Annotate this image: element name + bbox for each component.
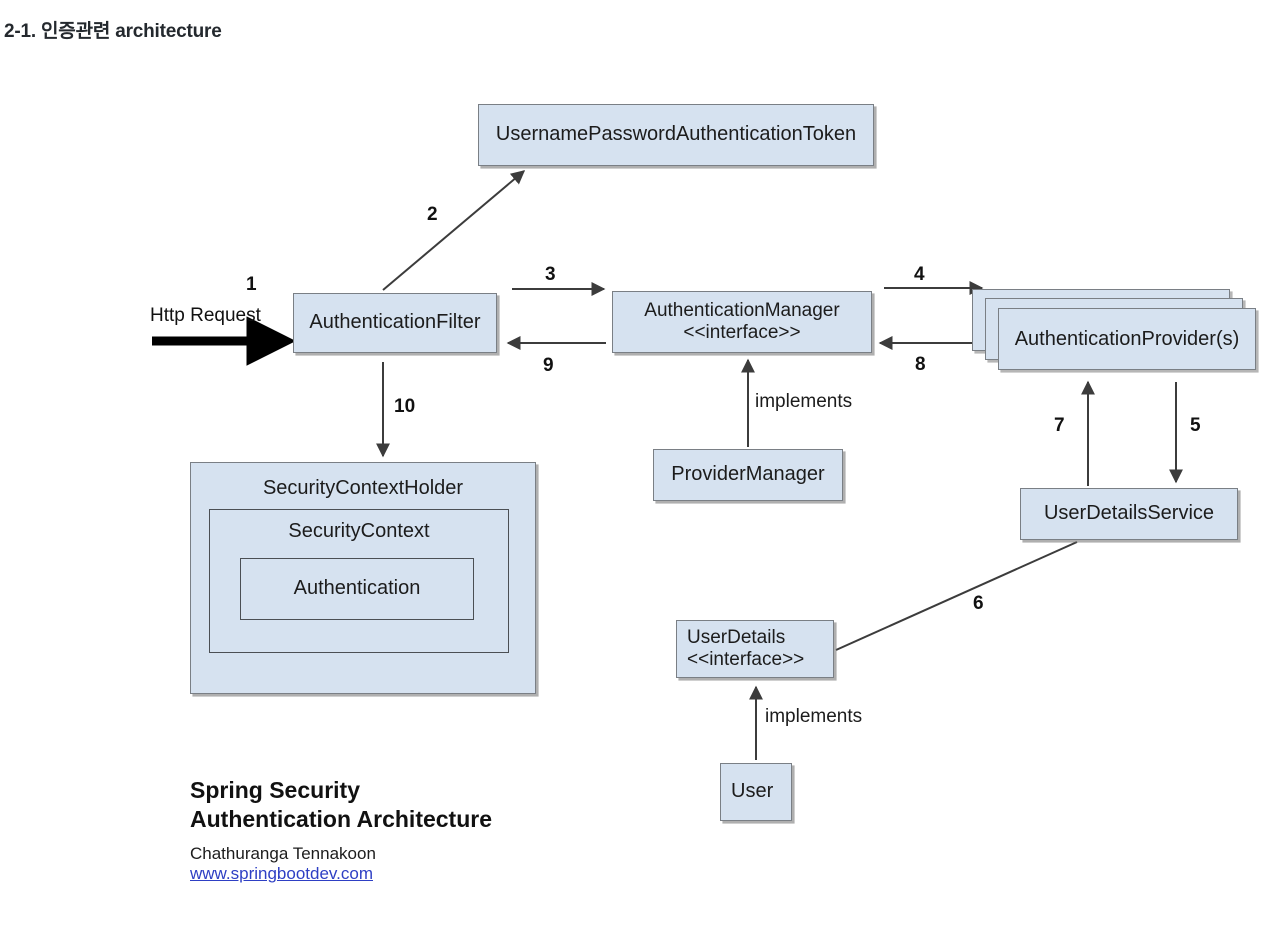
edge-label-7: 7 (1054, 415, 1065, 436)
node-provider-manager[interactable]: ProviderManager (653, 449, 843, 501)
node-authentication-providers-stack[interactable]: AuthenticationProvider(s) (972, 289, 1260, 379)
node-authentication[interactable]: Authentication (240, 558, 474, 620)
edge-label-2: 2 (427, 204, 438, 225)
edge-label-implements-provider-manager: implements (755, 391, 853, 412)
edge-label-1: 1 (246, 274, 257, 295)
authentication-label: Authentication (293, 577, 421, 600)
diagram-caption: Spring Security Authentication Architect… (190, 776, 620, 884)
edge-label-3: 3 (545, 264, 556, 285)
edge-label-6: 6 (973, 593, 984, 614)
edge-label-10: 10 (394, 396, 416, 417)
edge-label-8: 8 (915, 354, 926, 375)
node-authentication-manager[interactable]: AuthenticationManager <<interface>> (612, 291, 872, 353)
security-context-holder-label: SecurityContextHolder (262, 477, 464, 499)
edge-label-http-request: Http Request (150, 305, 261, 326)
node-username-password-authentication-token[interactable]: UsernamePasswordAuthenticationToken (478, 104, 874, 166)
node-user-details-service[interactable]: UserDetailsService (1020, 488, 1238, 540)
page-title: 2-1. 인증관련 architecture (4, 21, 222, 42)
provider-stack-layer-front[interactable]: AuthenticationProvider(s) (998, 308, 1256, 370)
edge-step-6 (835, 541, 1078, 651)
caption-author: Chathuranga Tennakoon (190, 843, 376, 863)
caption-title: Spring Security Authentication Architect… (190, 777, 493, 833)
node-user-details[interactable]: UserDetails <<interface>> (676, 620, 834, 678)
node-security-context[interactable]: SecurityContext Authentication (209, 509, 509, 653)
edge-label-9: 9 (543, 355, 554, 376)
node-authentication-filter[interactable]: AuthenticationFilter (293, 293, 497, 353)
node-security-context-holder[interactable]: SecurityContextHolder SecurityContext Au… (190, 462, 536, 694)
node-user[interactable]: User (720, 763, 792, 821)
edge-label-5: 5 (1190, 415, 1201, 436)
edge-step-2 (382, 170, 526, 291)
edge-label-4: 4 (914, 264, 925, 285)
edge-label-implements-user: implements (765, 706, 863, 727)
caption-link[interactable]: www.springbootdev.com (190, 863, 373, 883)
security-context-label: SecurityContext (288, 520, 430, 542)
